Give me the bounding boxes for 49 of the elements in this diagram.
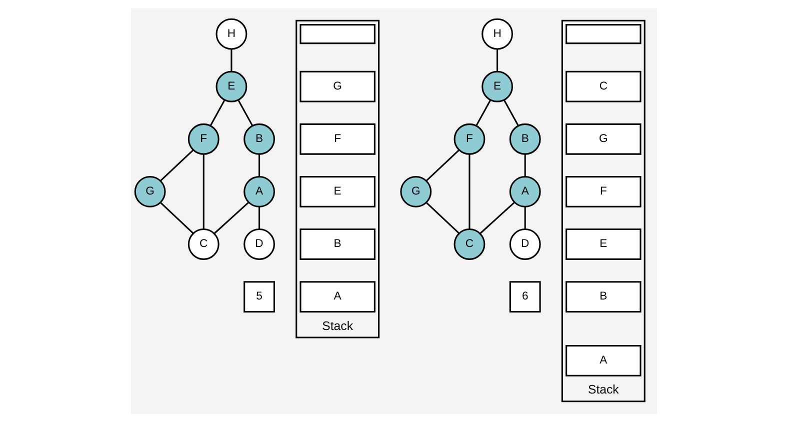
node-circle: H bbox=[481, 18, 512, 50]
connector bbox=[468, 154, 470, 229]
connector bbox=[479, 202, 514, 234]
connector bbox=[258, 206, 260, 230]
node-circle: D bbox=[508, 228, 540, 260]
connector bbox=[475, 100, 491, 126]
node-circle: F bbox=[187, 123, 219, 155]
connector bbox=[213, 202, 249, 234]
connector bbox=[230, 49, 232, 72]
connector bbox=[496, 49, 498, 72]
node-circle: G bbox=[400, 176, 432, 208]
node-box: F bbox=[299, 123, 375, 155]
node-box bbox=[565, 24, 641, 44]
node-circle: E bbox=[481, 70, 512, 102]
connector bbox=[160, 150, 194, 182]
connector bbox=[425, 202, 459, 234]
node-circle: E bbox=[215, 70, 247, 102]
node-circle: D bbox=[243, 228, 274, 260]
node-box: G bbox=[299, 70, 375, 102]
connector bbox=[502, 100, 518, 126]
node-box: 6 bbox=[508, 281, 540, 312]
node-box: C bbox=[565, 70, 641, 102]
node-circle: B bbox=[243, 123, 274, 155]
node-box: F bbox=[565, 176, 641, 208]
connector bbox=[524, 154, 526, 177]
connector bbox=[258, 154, 260, 177]
connector bbox=[524, 206, 526, 230]
connector bbox=[425, 150, 459, 182]
node-box: 5 bbox=[243, 281, 274, 312]
connector bbox=[209, 100, 225, 126]
connector bbox=[202, 154, 204, 229]
connector bbox=[160, 202, 194, 234]
connector bbox=[237, 100, 253, 126]
node-circle: H bbox=[215, 18, 247, 50]
node-box: B bbox=[299, 228, 375, 260]
node-box: A bbox=[565, 344, 641, 376]
node-circle: B bbox=[508, 123, 540, 155]
node-circle: A bbox=[508, 176, 540, 208]
node-circle: A bbox=[243, 176, 274, 208]
node-circle: C bbox=[187, 228, 219, 260]
node-box bbox=[299, 24, 375, 44]
node-circle: G bbox=[134, 176, 166, 208]
node-box: A bbox=[299, 281, 375, 312]
node-box: B bbox=[565, 281, 641, 312]
node-box: E bbox=[565, 228, 641, 260]
node-box: G bbox=[565, 123, 641, 155]
node-circle: C bbox=[453, 228, 485, 260]
node-box: E bbox=[299, 176, 375, 208]
node-circle: F bbox=[453, 123, 485, 155]
